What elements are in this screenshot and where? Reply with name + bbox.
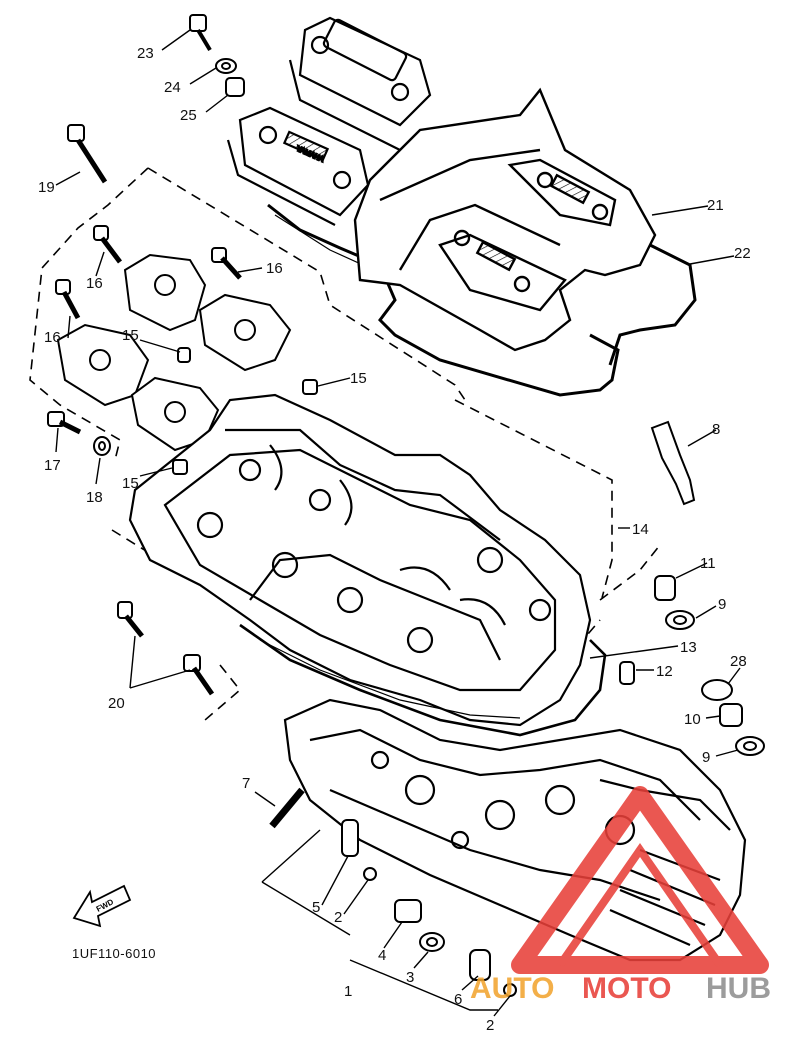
- callout-2a: 2: [334, 909, 342, 926]
- callout-11: 11: [700, 555, 716, 572]
- callout-24: 24: [164, 79, 181, 96]
- callout-2b: 2: [486, 1017, 494, 1034]
- diagram-part-code: 1UF110-6010: [72, 946, 156, 961]
- valve-cover-rear: [288, 16, 432, 151]
- callout-8: 8: [712, 421, 720, 438]
- callout-16a: 16: [86, 275, 103, 292]
- callout-7: 7: [242, 775, 250, 792]
- valve-cover-front: YAMAHA: [226, 106, 370, 226]
- callout-13: 13: [680, 639, 697, 656]
- callout-21: 21: [707, 197, 724, 214]
- callout-labels: 23 24 25 19 16 16 16 15 15 15 17 18 21 2…: [38, 45, 751, 1034]
- callout-5: 5: [312, 899, 320, 916]
- watermark-logo: AUTO MOTO HUB: [470, 786, 771, 1005]
- callout-6: 6: [454, 991, 462, 1008]
- callout-19: 19: [38, 179, 55, 196]
- callout-10: 10: [684, 711, 701, 728]
- valve-cover-gasket-front: [608, 243, 697, 366]
- callout-28: 28: [730, 653, 747, 670]
- cylinder-head-cover-21: [353, 87, 657, 352]
- callout-4: 4: [378, 947, 386, 964]
- front-direction-arrow: FWD: [72, 884, 132, 928]
- callout-23: 23: [137, 45, 154, 62]
- small-parts: [47, 14, 765, 997]
- watermark-text-hub: HUB: [706, 972, 771, 1005]
- leader-lines: [55, 29, 741, 1017]
- callout-9a: 9: [718, 596, 726, 613]
- callout-25: 25: [180, 107, 197, 124]
- callout-15c: 15: [122, 475, 139, 492]
- callout-22: 22: [734, 245, 751, 262]
- head-gasket: [239, 623, 607, 737]
- cam-cap-group: [56, 253, 292, 452]
- callout-16b: 16: [266, 260, 283, 277]
- callout-15b: 15: [350, 370, 367, 387]
- callout-20: 20: [108, 695, 125, 712]
- callout-16c: 16: [44, 329, 61, 346]
- callout-15a: 15: [122, 327, 139, 344]
- cylinder-head-upper: [128, 393, 592, 727]
- callout-12: 12: [656, 663, 673, 680]
- watermark-text-moto: MOTO: [582, 972, 671, 1005]
- callout-14: 14: [632, 521, 649, 538]
- watermark-text-auto: AUTO: [470, 972, 554, 1005]
- callout-1: 1: [344, 983, 352, 1000]
- callout-18: 18: [86, 489, 103, 506]
- callout-9b: 9: [702, 749, 710, 766]
- callout-17: 17: [44, 457, 61, 474]
- callout-3: 3: [406, 969, 414, 986]
